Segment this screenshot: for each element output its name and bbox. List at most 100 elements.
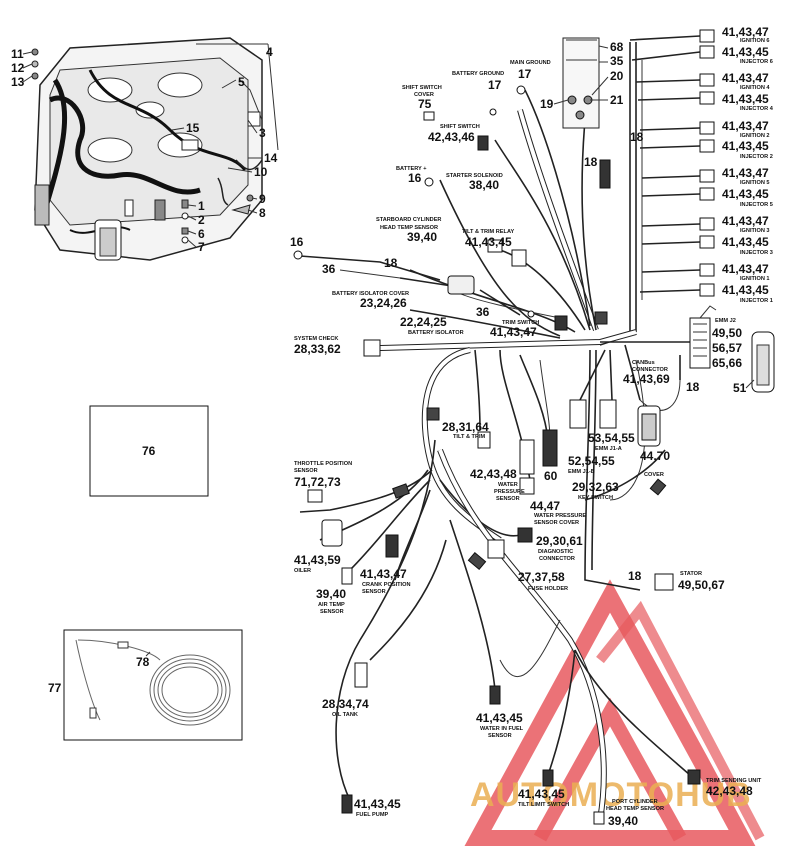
label-cover: COVER [644,472,664,478]
label-wif-1: WATER IN FUEL [480,726,524,732]
battery-ground-terminal [489,108,497,116]
callout-inj1: 41,43,45 [722,283,769,297]
crank-position-sensor [385,534,399,558]
fuse-18 [599,159,611,189]
callout-tilt-limit: 41,43,45 [518,787,565,801]
label-wif-2: SENSOR [488,733,512,739]
ignition-injector-connectors [699,29,715,297]
callout-4: 4 [266,45,273,59]
label-tilt-trim: TILT & TRIM [453,434,486,440]
label-tilt-limit: TILT LIMIT SWITCH [518,802,569,808]
fuel-pump-connector [341,794,353,814]
label-inj5: INJECTOR 5 [740,202,773,208]
callout-key-switch: 29,32,63 [572,480,619,494]
oiler-connector [321,519,343,547]
callout-system-check: 28,33,62 [294,342,341,356]
battery-isolator [447,275,475,295]
label-trim-sender: TRIM SENDING UNIT [706,778,762,784]
emm-j1b-connector [569,399,587,429]
callout-fuse-holder: 27,37,58 [518,570,565,584]
callout-36a: 36 [322,262,336,276]
callout-18e: 18 [628,569,642,583]
tilt-limit-switch [542,769,554,787]
label-ign1: IGNITION 1 [740,276,770,282]
callout-6: 6 [198,227,205,241]
callout-tilt-trim-relay: 41,43,45 [465,235,512,249]
coiled-harness [75,639,231,726]
callout-tilt-trim: 28,31,64 [442,420,489,434]
stbd-temp-sensor [487,239,503,253]
callout-8: 8 [259,206,266,220]
shift-switch-cover [423,111,435,121]
label-fuel-pump: FUEL PUMP [356,812,388,818]
callout-emm-j2-c: 65,66 [712,356,742,370]
callout-77: 77 [48,681,62,695]
callout-16a: 16 [408,171,422,185]
callout-inj4: 41,43,45 [722,92,769,106]
callout-inj5: 41,43,45 [722,187,769,201]
callout-wp-cover: 44,47 [530,499,560,513]
part-76-placeholder [89,405,209,497]
label-isolator: BATTERY ISOLATOR [408,330,464,336]
diagnostic-connector [517,527,533,543]
callout-11: 11 [11,47,24,61]
label-port-temp-1: PORT CYLINDER [612,799,658,805]
callout-inj3: 41,43,45 [722,235,769,249]
label-key-switch: KEY SWITCH [578,495,613,501]
label-diag-1: DIAGNOSTIC [538,549,573,555]
callout-15: 15 [186,121,200,135]
callout-cover: 44,70 [640,449,670,463]
callout-ign1: 41,43,47 [722,262,769,276]
label-starter-solenoid: STARTER SOLENOID [446,173,503,179]
callout-diag: 29,30,61 [536,534,583,548]
callout-9: 9 [259,192,266,206]
label-tilt-trim-relay: TILT & TRIM RELAY [462,229,514,235]
label-port-temp-2: HEAD TEMP SENSOR [606,806,664,812]
main-ground-terminal [516,85,526,95]
callout-14: 14 [264,151,278,165]
callout-canbus: 41,43,69 [623,372,670,386]
battery-terminal [293,250,303,260]
label-inj1: INJECTOR 1 [740,298,773,304]
label-canbus-1: CANBus [632,360,655,366]
callout-emm-j2-a: 49,50 [712,326,742,340]
callout-crank: 41,43,47 [360,567,407,581]
callout-ign6: 41,43,47 [722,25,769,39]
tilt-trim-connector [477,431,491,449]
callout-ign3: 41,43,47 [722,214,769,228]
emm-module [562,37,600,129]
label-oiler: OILER [294,568,311,574]
callout-fuel-pump: 41,43,45 [354,797,401,811]
callout-5: 5 [238,75,245,89]
label-main-ground: MAIN GROUND [510,60,551,66]
water-pressure-sensor [519,439,535,475]
emm-j2-connector [689,305,717,369]
callout-35: 35 [610,54,624,68]
label-stbd-temp-1: STARBOARD CYLINDER [376,217,441,223]
callout-ign5: 41,43,47 [722,166,769,180]
callout-7: 7 [198,240,205,254]
callout-inj6: 41,43,45 [722,45,769,59]
label-stator: STATOR [680,571,702,577]
callout-ign4: 41,43,47 [722,71,769,85]
label-inj4: INJECTOR 4 [740,106,774,112]
label-inj3: INJECTOR 3 [740,250,773,256]
callout-trim-sender: 42,43,48 [706,784,753,798]
shift-switch [477,135,489,151]
callout-stbd-temp: 39,40 [407,230,437,244]
tilt-trim-relay [511,249,527,267]
callout-21: 21 [610,93,624,107]
label-fuse-holder: FUSE HOLDER [528,586,568,592]
callout-shift-switch: 42,43,46 [428,130,475,144]
label-trim-switch: TRIM SWITCH [502,320,539,326]
callout-19: 19 [540,97,554,111]
callout-tps: 71,72,73 [294,475,341,489]
callout-18a: 18 [630,130,644,144]
label-wp-cover-1: WATER PRESSURE [534,513,586,519]
label-emm-j2: EMM J2 [715,318,736,324]
label-water-pressure-3: SENSOR [496,496,520,502]
callout-stator: 49,50,67 [678,578,725,592]
callout-2: 2 [198,213,205,227]
callout-isolator-cover: 23,24,26 [360,296,407,310]
